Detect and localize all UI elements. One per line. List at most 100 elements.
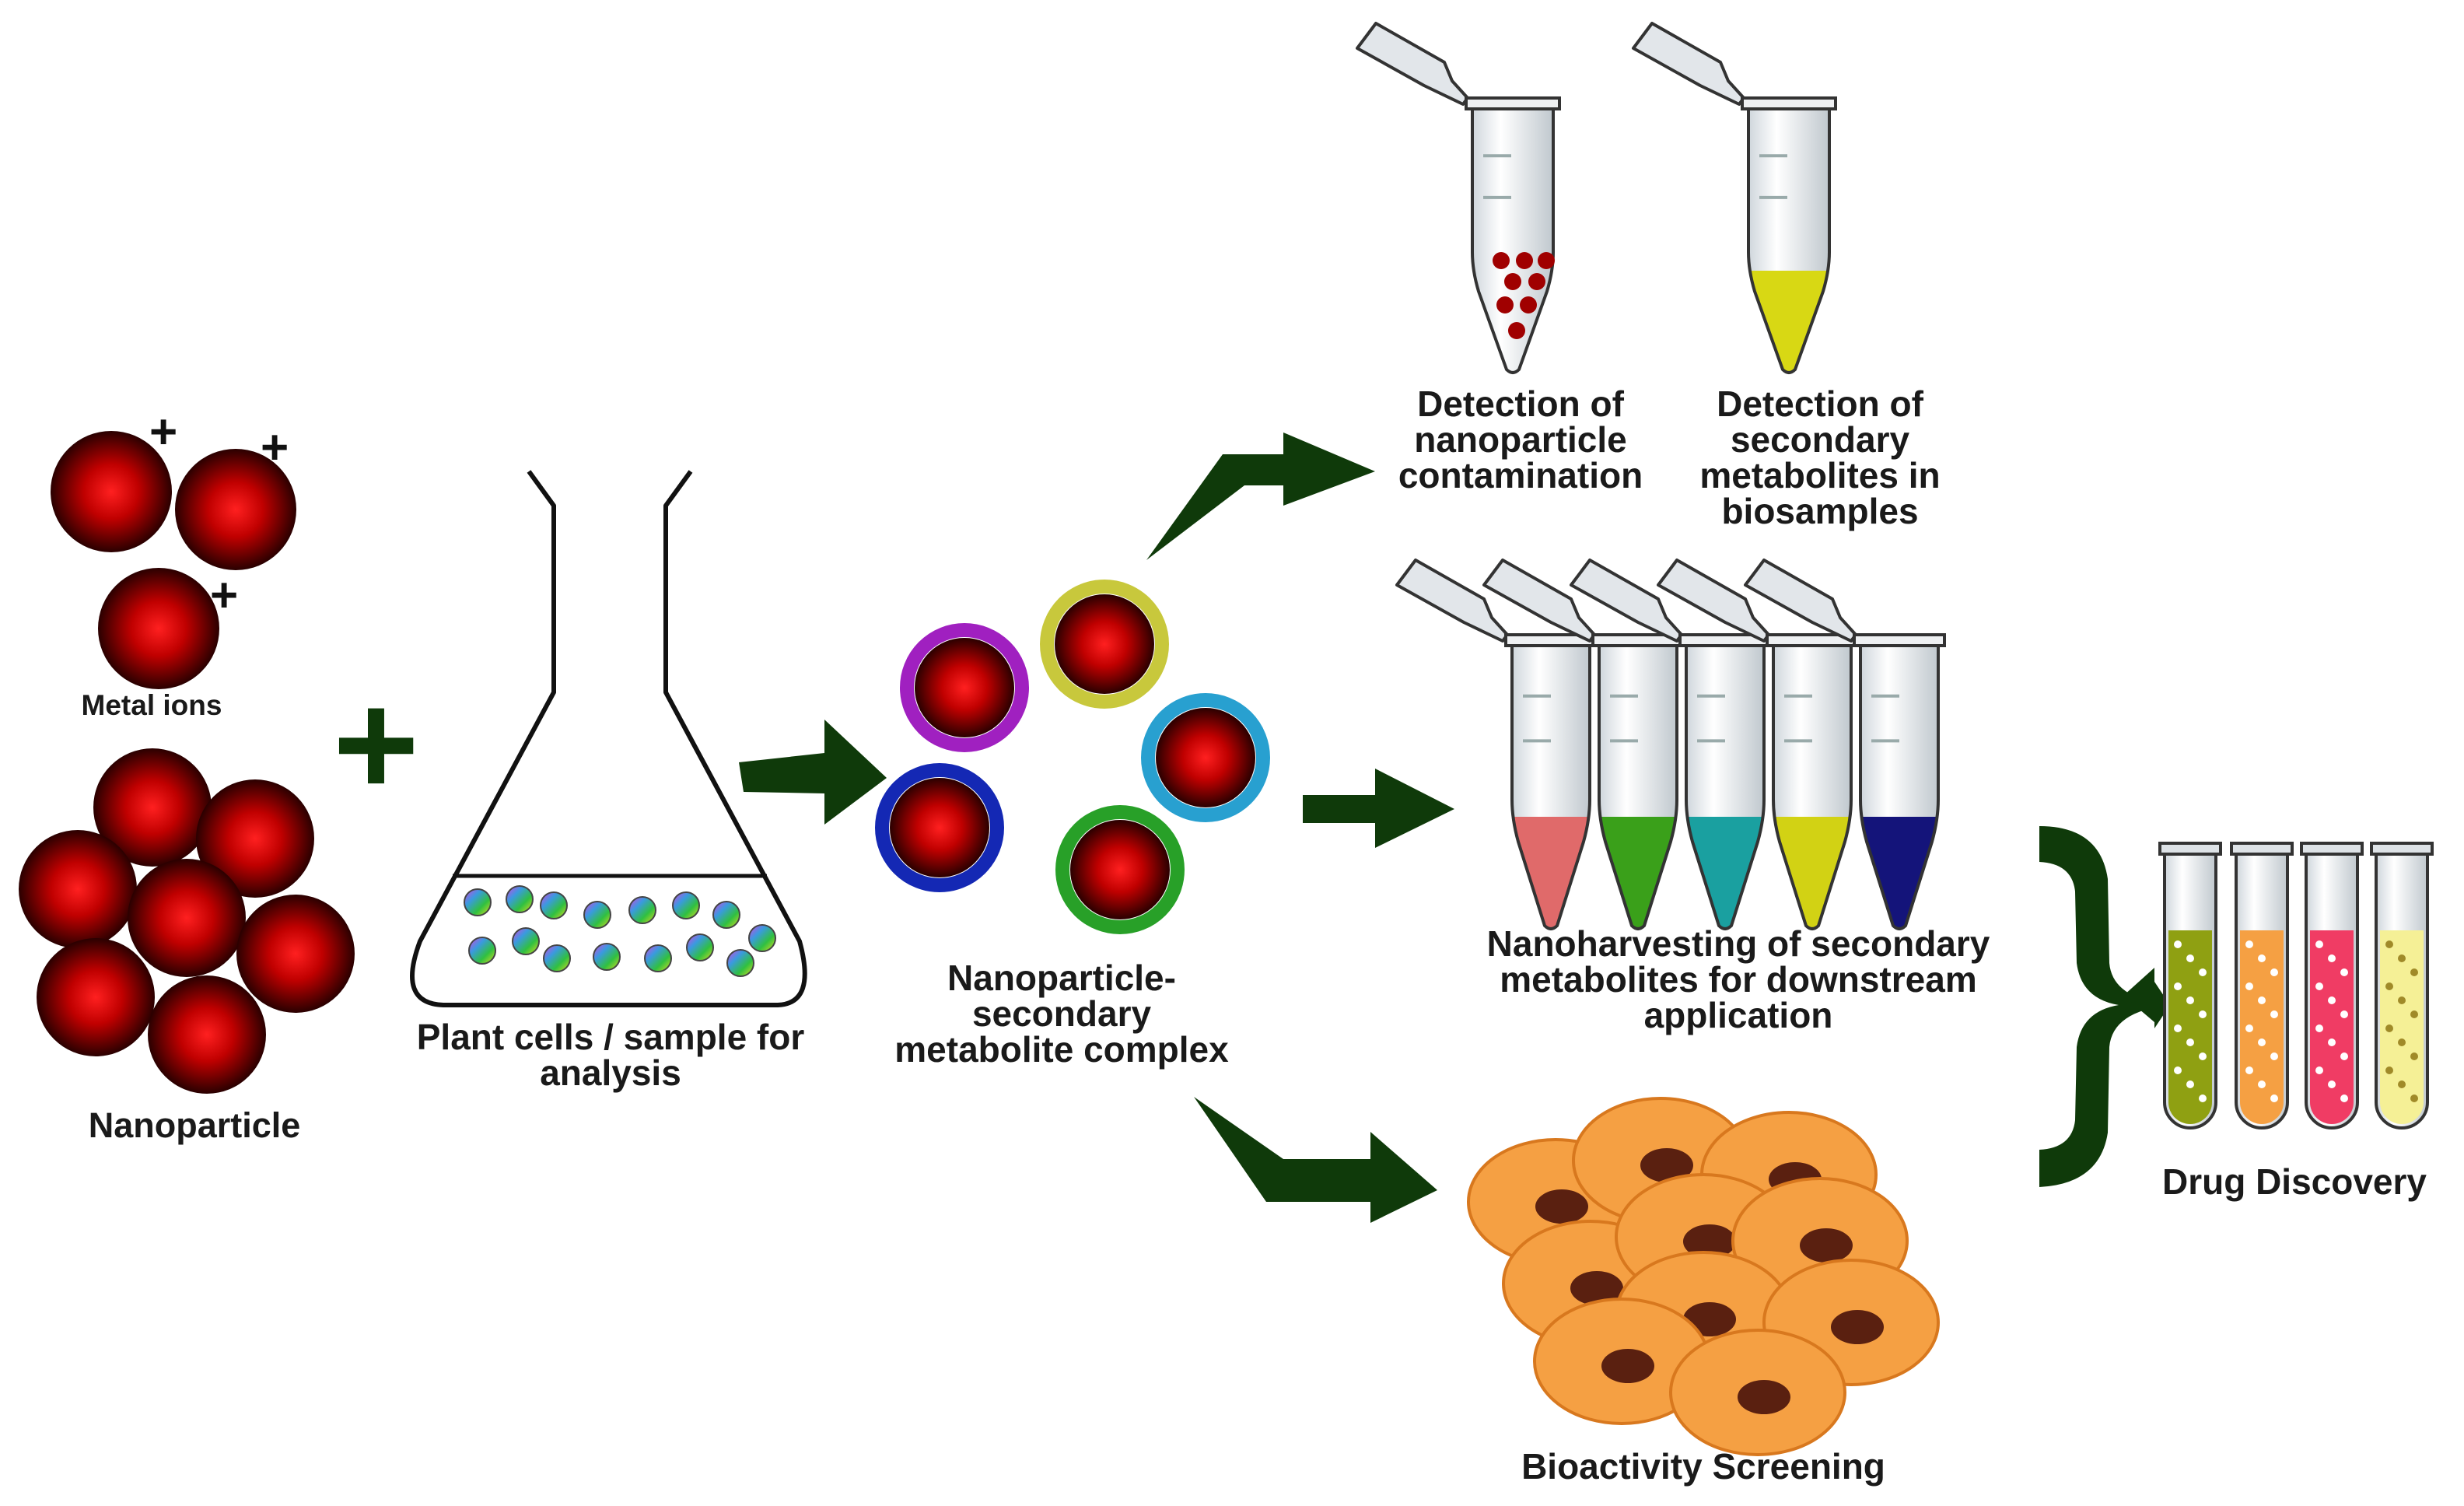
drug-tube-dot [2340,1010,2348,1018]
nanoparticle [148,975,266,1094]
nanoparticle [128,859,246,977]
contamination-dot [1496,296,1514,313]
drug-tube-outline [2305,853,2359,1130]
drug-tube-liquid [2168,930,2212,1124]
drug-tube-dot [2258,954,2266,962]
tube-lid-icon [1632,22,1745,106]
drug-tube-rim [2230,842,2294,856]
tube-lid-icon [1395,559,1509,643]
drug-tube-dot [2410,1052,2418,1060]
drug-tube-dot [2385,982,2393,990]
plant-cell-bead [712,901,740,929]
drug-tube-dot [2186,1080,2194,1088]
ion-charge-icon: + [261,421,289,475]
plant-cell-bead [464,888,492,916]
cell-nucleus [1683,1224,1736,1259]
drug-tube-rim [2300,842,2364,856]
drug-tube-dot [2340,1052,2348,1060]
drug-tube-group [2158,842,2434,1130]
nanoparticle [196,779,314,898]
tube-outline [1598,644,1678,930]
drug-tube-dot [2186,1038,2194,1046]
cell-nucleus [1800,1228,1853,1263]
drug-tube-dot [2328,996,2336,1004]
plant-cell-bead [543,944,571,972]
detect-contamination-label: Detection of nanoparticle contamination [1398,384,1643,496]
tube-liquid [1686,817,1764,929]
plant-cells-label: Plant cells / sample for analysis [416,1017,805,1093]
drug-tube-dot [2398,954,2406,962]
tube-lid-icon [1657,559,1770,643]
drug-tube-outline [2235,853,2289,1130]
contamination-dot [1504,273,1521,290]
complex-nanoparticle [1070,820,1170,919]
drug-tube [2370,842,2434,1130]
drug-tube-dot [2410,1010,2418,1018]
tube-rim [1465,96,1561,110]
contamination-dot [1538,252,1555,269]
cell-nucleus [1570,1271,1623,1305]
drug-tube-dot [2398,996,2406,1004]
cell-nucleus [1738,1380,1790,1414]
plant-cell-bead [686,933,714,961]
plant-cell-beads [464,885,776,977]
nanoparticle [93,748,212,867]
nanoparticle [236,895,355,1013]
tube-liquid [1512,817,1590,929]
drug-tube-dot [2174,982,2182,990]
arrow-icon [1194,1097,1437,1223]
metal-ion [175,449,296,570]
drug-tube-dot [2174,1024,2182,1032]
nanoharvesting-label: Nanoharvesting of secondary metabolites … [1486,923,1990,1035]
drug-tube-dot [2258,1080,2266,1088]
drug-tube-outline [2375,853,2429,1130]
complex-label: Nanoparticle- secondary metabolite compl… [894,958,1229,1070]
nanoparticle-label: Nanoparticle [88,1105,301,1145]
drug-tube-dot [2340,968,2348,976]
drug-tube-dot [2385,940,2393,948]
plant-cell-bead [506,885,534,913]
tube-rim [1741,96,1837,110]
drug-tube-dot [2199,968,2207,976]
plant-cell-bead [726,949,754,977]
drug-tube-dot [2174,1066,2182,1074]
tube-lid-icon [1570,559,1683,643]
contamination-dot [1520,296,1537,313]
complex-group [875,580,1270,934]
cell-cluster [1467,1097,1940,1456]
contamination-dot [1516,252,1533,269]
tube-lid-icon [1356,22,1469,106]
drug-tube-dot [2186,996,2194,1004]
tube-outline [1859,644,1940,930]
drug-tube-dot [2270,968,2278,976]
cell-nucleus [1535,1189,1588,1224]
tube-liquid [1748,271,1829,373]
nanoparticle-cluster [19,748,355,1094]
plant-cell-bead [628,896,656,924]
ion-charge-icon: + [210,569,238,622]
drug-tube-dot [2385,1024,2393,1032]
metabolite-tube [1632,22,1837,374]
metal-ions-label: Metal ions [81,689,222,721]
drug-tube-rim [2158,842,2222,856]
drug-tube-liquid [2310,930,2354,1124]
plant-cell-bead [540,891,568,919]
complex-nanoparticle [915,638,1014,737]
drug-tube-dot [2245,1066,2253,1074]
plant-cell-bead [583,901,611,929]
arrow-icon [739,720,887,825]
tube-outline [1685,644,1766,930]
tube-liquid [1599,817,1677,929]
drug-tube-liquid [2240,930,2284,1124]
metal-ion [98,568,219,689]
drug-tube-liquid [2380,930,2424,1124]
metal-ions-group: + + + [51,405,296,689]
drug-tube-dot [2258,996,2266,1004]
drug-tube-dot [2398,1038,2406,1046]
drug-tube [2158,842,2222,1130]
cell-nucleus [1640,1148,1693,1182]
drug-tube-outline [2163,853,2217,1130]
drug-tube-dot [2410,1094,2418,1102]
